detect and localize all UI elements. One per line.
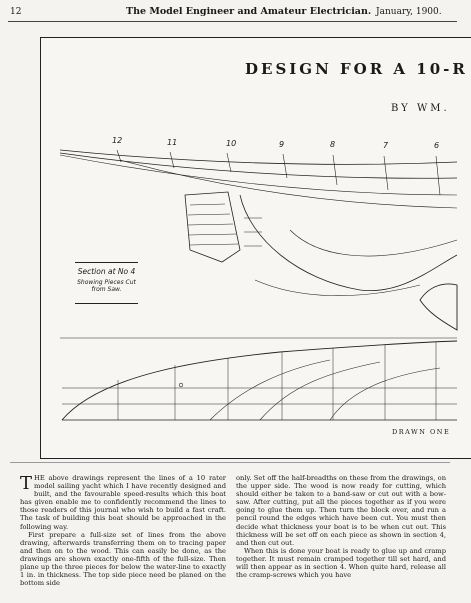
issue-date: January, 1900. (376, 7, 442, 17)
plate-title: DESIGN FOR A 10-R (245, 60, 468, 78)
section-caption-title: Section at No 4 (77, 267, 136, 276)
station-label: 11 (167, 138, 178, 147)
journal-title: The Model Engineer and Amateur Electrici… (126, 6, 372, 17)
article-column-right: only. Set off the half-breadths on these… (236, 474, 446, 579)
station-label: 8 (330, 140, 336, 149)
section-caption-line: from Saw. (91, 286, 122, 293)
article-paragraph: First prepare a full-size set of lines f… (20, 530, 226, 588)
station-label: 6 (434, 141, 440, 150)
page-number: 12 (10, 7, 22, 17)
station-label: 12 (112, 136, 123, 145)
article-paragraph: only. Set off the half-breadths on these… (236, 474, 446, 547)
section-caption: Section at No 4 Showing Pieces Cut from … (75, 262, 138, 304)
station-label: 9 (279, 140, 285, 149)
header-rule (8, 21, 457, 22)
article-paragraph: When this is done your boat is ready to … (236, 546, 446, 580)
article-paragraph-text: HE above drawings represent the lines of… (20, 474, 226, 531)
plate-frame (40, 37, 471, 459)
section-caption-line: Showing Pieces Cut (77, 279, 136, 286)
running-header: 12 The Model Engineer and Amateur Electr… (10, 4, 450, 22)
drop-cap: T (20, 473, 33, 494)
plate-author: BY WM. (391, 103, 450, 114)
yacht-lines-drawing (59, 149, 458, 421)
drawn-by-credit: DRAWN ONE (392, 428, 451, 436)
station-label: 7 (383, 141, 389, 150)
station-label: 10 (226, 139, 237, 148)
plate-separator (10, 462, 450, 463)
